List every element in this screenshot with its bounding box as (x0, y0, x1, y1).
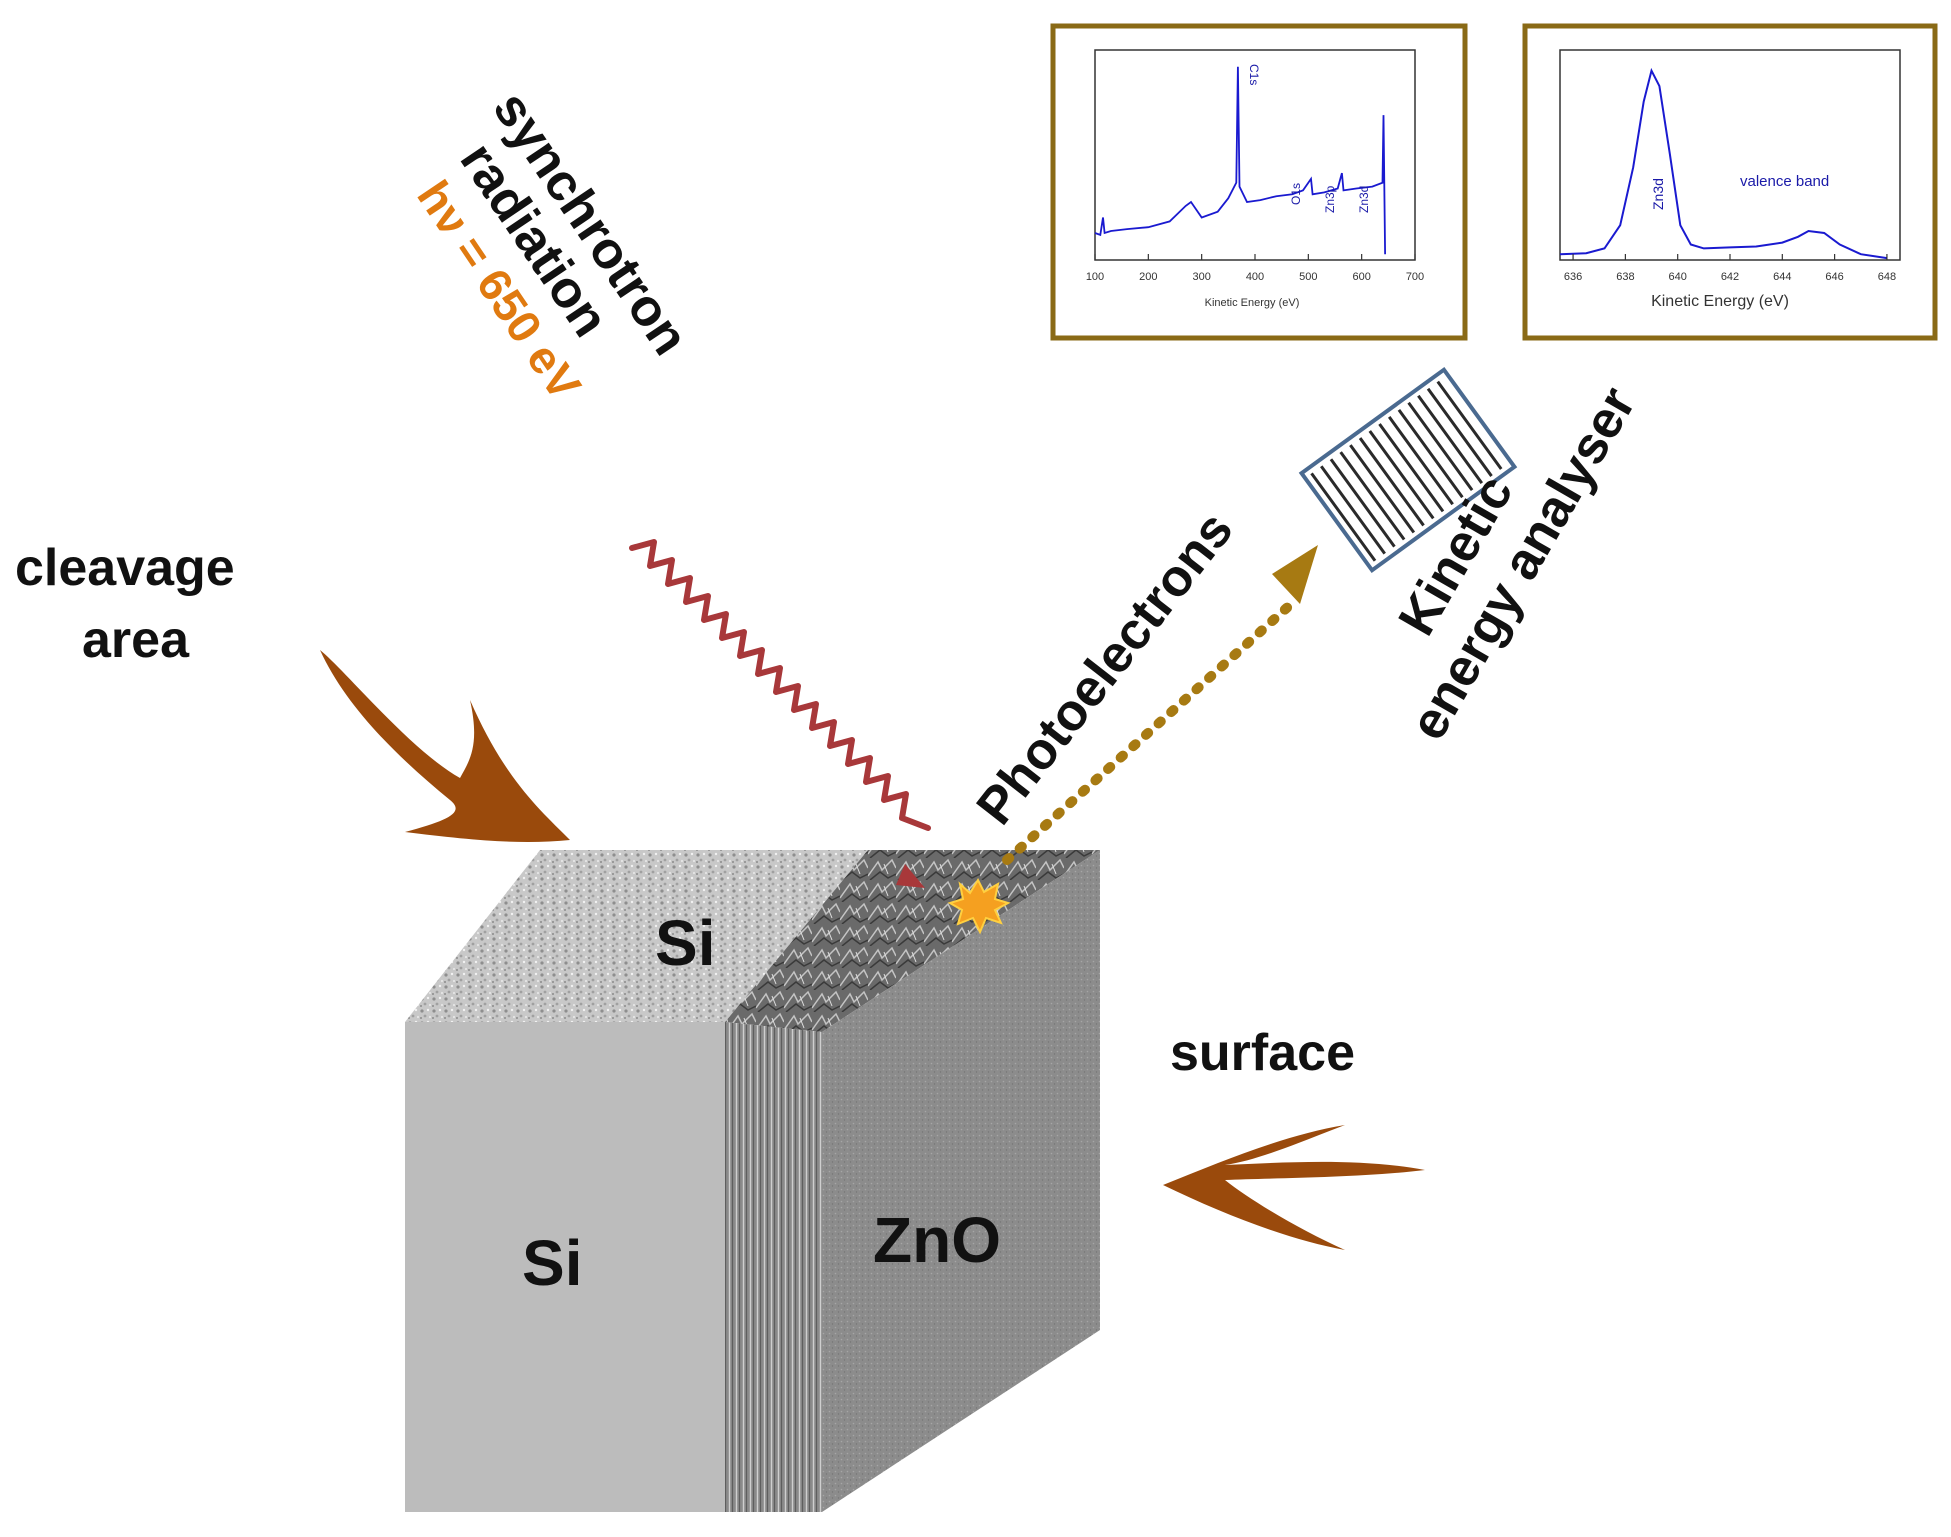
kinetic-energy-analyser (1298, 366, 1518, 574)
axis-tick-label: 642 (1721, 271, 1739, 283)
axis-tick-label: 500 (1299, 271, 1317, 283)
analyser-slit (1387, 416, 1454, 506)
axis-tick-label: 648 (1878, 271, 1896, 283)
analyser-slit (1320, 465, 1386, 555)
cleavage-label-line2: area (82, 611, 190, 669)
zno-label: ZnO (873, 1204, 1001, 1276)
analyser-slit (1339, 451, 1406, 541)
axis-tick-label: 644 (1773, 271, 1791, 283)
analyser-slit (1310, 472, 1377, 562)
axis-tick-label: 300 (1192, 271, 1210, 283)
axis-tick-label: 700 (1406, 271, 1424, 283)
axis-tick-label: 200 (1139, 271, 1157, 283)
analyser-slit (1436, 380, 1503, 470)
axis-tick-label: 100 (1086, 271, 1104, 283)
synchrotron-label-group: synchrotron radiation hν = 650 eV (407, 82, 699, 410)
axis-tick-label: 636 (1564, 271, 1582, 283)
cleavage-arrow (320, 650, 570, 843)
photoelectron-path (1002, 600, 1295, 865)
detail-x-axis-title: Kinetic Energy (eV) (1651, 293, 1789, 310)
zno-columnar-cross-section (725, 1022, 822, 1512)
survey-peak-zn3p: Zn3p (1323, 185, 1337, 213)
photoelectron-arrowhead (1272, 545, 1318, 604)
photoelectrons-label: Photoelectrons (966, 501, 1245, 835)
detail-spectrum-line (1559, 67, 1888, 260)
analyser-slit (1368, 430, 1435, 520)
analyser-slit (1407, 401, 1474, 492)
cleavage-label-line1: cleavage (15, 539, 235, 597)
analyser-slit (1426, 387, 1493, 477)
surface-label: surface (1170, 1024, 1355, 1082)
axis-tick-label: 640 (1669, 271, 1687, 283)
axis-tick-label: 646 (1825, 271, 1843, 283)
synchrotron-wave (629, 539, 931, 831)
analyser-slit (1417, 394, 1484, 485)
si-top-face (405, 850, 868, 1022)
analyser-slit (1378, 423, 1445, 513)
si-top-label: Si (655, 907, 715, 979)
axis-tick-label: 638 (1616, 271, 1634, 283)
analyser-slit (1349, 444, 1416, 534)
analyser-slit (1329, 458, 1396, 548)
sample-block: Si Si ZnO (405, 850, 1100, 1512)
surface-arrow (1163, 1125, 1425, 1250)
survey-x-axis-title: Kinetic Energy (eV) (1205, 297, 1300, 309)
analyser-slit (1397, 408, 1464, 499)
survey-spectrum-line (1094, 66, 1386, 255)
synchrotron-wave-arrowhead (896, 864, 925, 888)
axis-tick-label: 600 (1352, 271, 1370, 283)
axis-tick-label: 400 (1246, 271, 1264, 283)
survey-peak-c1s: C1s (1247, 64, 1261, 85)
survey-peak-o1s: O1s (1289, 183, 1303, 205)
si-front-label: Si (522, 1227, 582, 1299)
detail-valence-band: valence band (1740, 173, 1829, 190)
si-front-face (405, 1022, 725, 1512)
excitation-spot (947, 877, 1011, 935)
analyser-slit (1358, 437, 1425, 527)
survey-peak-zn3d: Zn3d (1357, 186, 1371, 213)
zno-side-face (822, 850, 1100, 1512)
detail-peak-zn3d: Zn3d (1650, 178, 1666, 210)
cleavage-top-edge (725, 850, 1100, 1032)
